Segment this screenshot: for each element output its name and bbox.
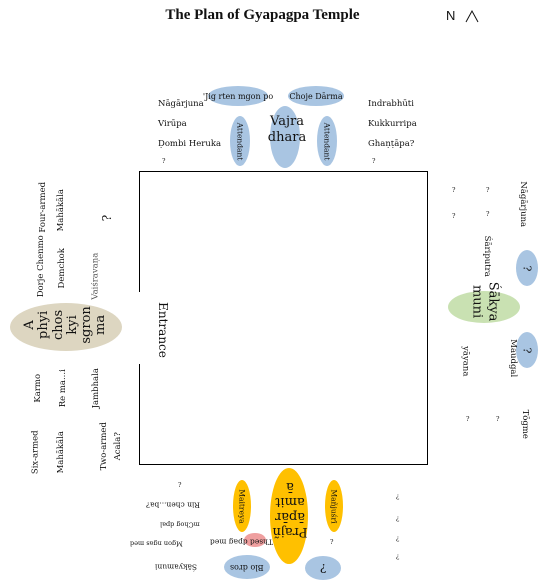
prajnaparamita-label: Prajñ āpār amit ā: [262, 478, 318, 539]
top-left-name-1: Nāgārjuna: [158, 99, 204, 109]
top-left-name-3: Ḍombi Heruka: [158, 139, 222, 149]
right-maudgal: Maudgal: [508, 339, 519, 378]
bottom-right-q-1: ?: [396, 492, 400, 501]
left-mahakala-top: Mahākāla: [55, 189, 66, 232]
bottom-right-q-2: ?: [396, 514, 400, 523]
left-karmo: Karmo: [33, 373, 44, 403]
right-yayana: yāyana: [460, 346, 471, 377]
attendant-left-label: Attendant: [235, 122, 245, 160]
atisha-line-3: chos: [50, 309, 66, 340]
entrance-gap: [137, 292, 142, 364]
left-two-armed: Two-armed: [98, 422, 109, 471]
prajna-line-1: Prajñ: [272, 523, 308, 539]
bottom-right-q-3: ?: [396, 534, 400, 543]
bottom-mchog-dpal: mChog dpal: [160, 520, 200, 529]
atisha-line-1: A: [22, 320, 38, 330]
bottom-rin-chen: Rin chen...ba?: [146, 500, 201, 510]
prajna-line-3: amit: [275, 493, 305, 509]
left-six-armed: Six-armed: [30, 430, 41, 475]
bottom-oval-question-label: ?: [319, 561, 327, 575]
attendant-right-oval: Attendant: [317, 116, 337, 166]
left-question: ?: [100, 214, 115, 222]
top-oval-choje-label: Choje Dārma: [289, 91, 343, 101]
maitreya-oval: Maitreya: [233, 480, 251, 532]
vajradhara-oval: [270, 106, 300, 168]
atisha-line-6: ma: [93, 314, 109, 335]
top-oval-jig-rten: 'Jig rten mgon po: [203, 86, 273, 106]
attendant-left-oval: Attendant: [230, 116, 250, 166]
left-demchok: Demchok: [56, 248, 67, 289]
right-q-1: ?: [452, 186, 456, 194]
top-left-name-4: ?: [162, 157, 166, 165]
vajradhara-line-2: dhara: [267, 129, 307, 145]
bottom-q-mid: ?: [330, 538, 334, 546]
maitreya-label: Maitreya: [237, 488, 247, 524]
vajradhara-line-1: Vajra: [270, 114, 304, 129]
top-left-name-2: Virūpa: [158, 119, 187, 129]
prajna-line-2: āpār: [274, 508, 306, 524]
attendant-right-label: Attendant: [322, 122, 332, 160]
atisha-oval: [10, 303, 122, 351]
right-oval-bottom: ?: [516, 332, 538, 368]
bottom-sakyamuni: Śākyamuni: [155, 562, 198, 572]
entrance-label: Entrance: [155, 302, 170, 358]
left-jambhala: Jambhala: [90, 368, 101, 409]
top-right-name-1: Indrabhūti: [368, 99, 414, 109]
right-oval-top: ?: [516, 250, 538, 286]
left-mahakala-bottom: Mahākāla: [55, 431, 66, 474]
right-oval-top-label: ?: [520, 265, 534, 271]
top-oval-jig-rten-label: 'Jig rten mgon po: [202, 91, 274, 101]
manjusri-oval: Mañjuśrī: [325, 480, 343, 532]
sakyamuni-label: Śākya muni: [469, 271, 501, 333]
main-hall: [139, 171, 428, 465]
right-tonme: Tōgme: [519, 409, 530, 439]
sakyamuni-oval: [448, 291, 520, 323]
north-arrow-icon: [465, 9, 479, 23]
right-oval-bottom-label: ?: [520, 347, 534, 353]
blo-dros-label: Blo dros: [230, 562, 264, 572]
atisha-line-2: phyi: [36, 310, 52, 339]
bottom-right-q-4: ?: [396, 552, 400, 561]
left-re-ma: Re ma...i: [57, 369, 68, 408]
bottom-mgon-ngas-med: Mgon ngas med: [130, 539, 183, 548]
north-label: N: [446, 8, 456, 23]
top-right-name-4: ?: [372, 157, 376, 165]
bottom-thsed-dpag-med: Thsed dpag med: [210, 537, 273, 547]
top-oval-choje: Choje Dārma: [288, 86, 344, 106]
bottom-q-1: ?: [178, 481, 182, 489]
blo-dros-oval: Blo dros: [224, 555, 270, 579]
sakyamuni-line-1: Śākya: [485, 281, 501, 322]
atisha-line-4: kyi: [65, 315, 80, 335]
left-acala: Acala?: [112, 432, 123, 461]
right-q-3: ?: [486, 186, 490, 194]
right-q-4: ?: [486, 210, 490, 218]
north-indicator: N: [446, 8, 479, 23]
atisha-line-5: sgron: [79, 306, 95, 344]
left-four-armed: Four-armed: [38, 181, 49, 233]
prajna-line-4: ā: [286, 478, 294, 494]
top-right-name-3: Ghaṇṭāpa?: [368, 139, 415, 149]
bottom-oval-question: ?: [305, 556, 341, 580]
page-title: The Plan of Gyapagpa Temple: [165, 7, 360, 23]
thsed-dpag-med-oval: [244, 533, 266, 547]
atisha-label: A phyi chos kyi sgron ma: [22, 285, 109, 365]
right-nagarjuna: Nāgārjuna: [518, 181, 529, 228]
manjusri-label: Mañjuśrī: [329, 489, 339, 523]
vajradhara-label: Vajra dhara: [258, 114, 316, 145]
top-right-name-2: Kukkurripa: [368, 119, 417, 129]
sakyamuni-line-2: muni: [470, 284, 485, 319]
right-q-5: ?: [466, 415, 470, 423]
right-q-2: ?: [452, 212, 456, 220]
prajnaparamita-oval: [270, 468, 308, 564]
right-q-6: ?: [496, 415, 500, 423]
